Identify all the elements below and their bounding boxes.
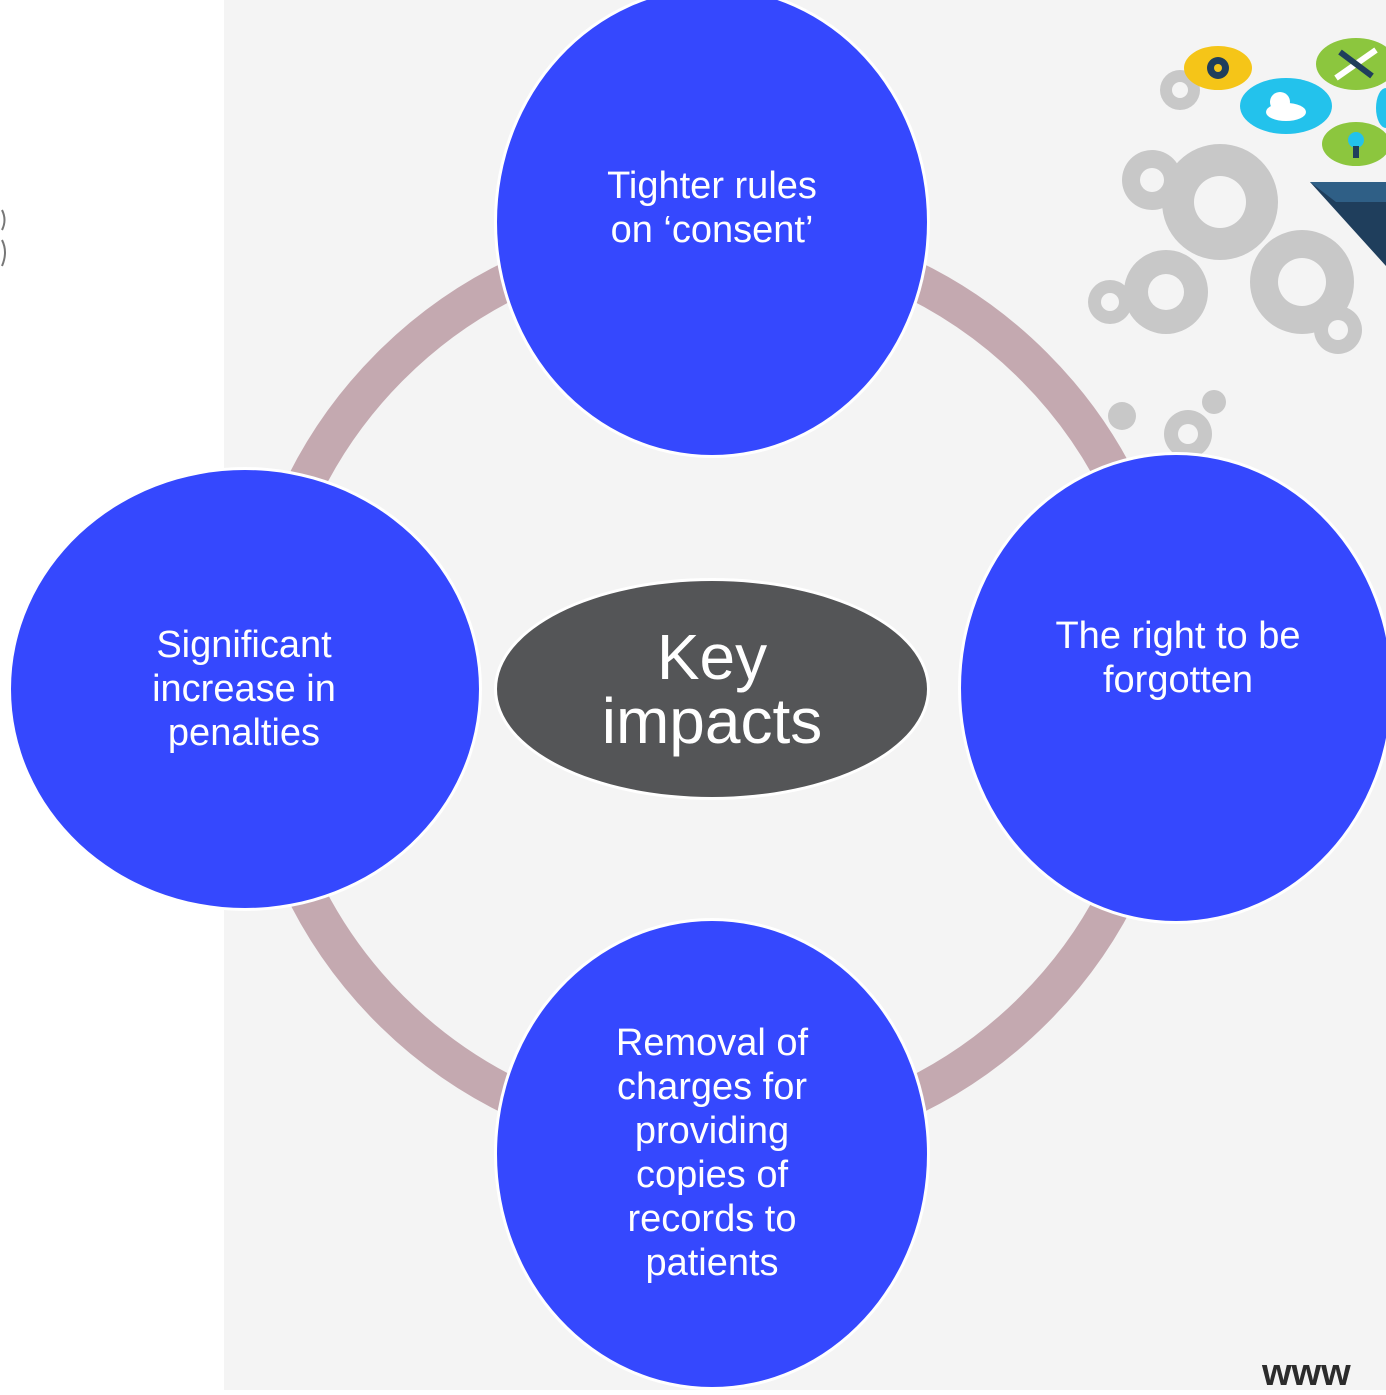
node-label-line: Significant [156,624,332,666]
left-edge-marks [1,209,6,267]
center-node: Key impacts [494,578,930,800]
node-label-line: forgotten [1102,659,1253,701]
node-label-line: charges for [616,1065,808,1108]
node-label-line: patients [645,1241,779,1284]
node-label-line: on ‘consent’ [610,209,814,251]
node-label-line: increase in [152,668,336,710]
node-label-line: providing [634,1109,790,1152]
node-label-line: Tighter rules [607,165,817,207]
gear-cluster-icon [1088,38,1386,458]
node-increase-in-penalties: Significant increase in penalties [8,467,482,911]
center-label-line-2: impacts [601,685,823,757]
node-tighter-rules-consent: Tighter rules on ‘consent’ [494,0,930,458]
node-label-line: copies of [635,1153,789,1196]
settings-gear-icon [1184,46,1252,90]
center-label-line-1: Key [656,621,768,693]
node-label-line: The right to be [1055,615,1301,657]
node-label-line: Removal of [615,1021,809,1064]
node-label-line: records to [627,1197,797,1240]
node-removal-of-charges: Removal of charges for providing copies … [494,918,930,1390]
node-right-to-be-forgotten: The right to be forgotten [958,452,1386,924]
tools-icon [1316,38,1386,90]
footer-url-fragment: www [1262,1352,1351,1394]
search-icon [1322,122,1386,166]
cloud-icon [1240,78,1332,134]
node-label-line: penalties [167,712,321,754]
